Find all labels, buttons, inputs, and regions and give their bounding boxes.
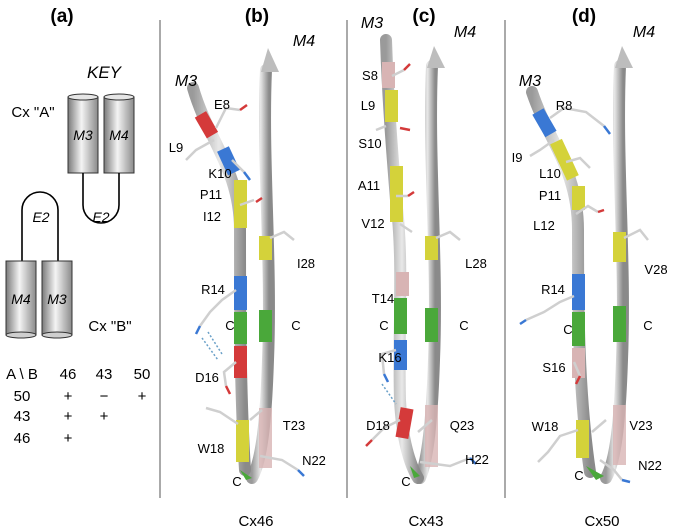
residue-label: T23 xyxy=(283,418,305,433)
panel-a-letter: (a) xyxy=(50,6,73,27)
m3-helix-label: M3 xyxy=(361,15,383,32)
m3-helix-label: M3 xyxy=(175,73,197,90)
m4-label: M4 xyxy=(109,127,129,143)
m4-helix-label: M4 xyxy=(293,33,315,50)
residue-label: N22 xyxy=(302,453,326,468)
panel-d-letter: (d) xyxy=(572,6,596,27)
table-cell: + xyxy=(100,408,109,425)
residue-label: V28 xyxy=(644,262,667,277)
key-title: KEY xyxy=(87,63,123,82)
table-cell: + xyxy=(64,430,73,447)
residue-label: R14 xyxy=(541,282,565,297)
residue-label: D16 xyxy=(195,370,219,385)
residue-label: W18 xyxy=(198,441,225,456)
panel-c-letter: (c) xyxy=(412,6,435,27)
cx-a-label: Cx "A" xyxy=(11,104,54,121)
m3-helix-label: M3 xyxy=(519,73,541,90)
residue-label: C xyxy=(563,322,572,337)
residue-label: S16 xyxy=(542,360,565,375)
m4-helix-label: M4 xyxy=(454,24,476,41)
table-cell: 43 xyxy=(14,408,31,425)
residue-label: H22 xyxy=(465,452,489,467)
cx-b-label: Cx "B" xyxy=(88,318,131,335)
residue-label: D18 xyxy=(366,418,390,433)
cx50-ribbon-model: M3 M4 R8 I9 L10 P11 L12 R14 C S16 W18 C … xyxy=(512,24,668,484)
residue-label: L9 xyxy=(361,98,375,113)
table-cell: + xyxy=(64,388,73,405)
residue-label: P11 xyxy=(200,187,222,202)
residue-label: E8 xyxy=(214,97,230,112)
m4-label: M4 xyxy=(11,291,31,307)
residue-label: C xyxy=(225,318,234,333)
residue-label: W18 xyxy=(532,419,559,434)
residue-label: L12 xyxy=(533,218,555,233)
table-cell: − xyxy=(100,388,109,405)
table-header-cell: 46 xyxy=(60,366,77,383)
residue-label: I9 xyxy=(512,150,523,165)
residue-label: S8 xyxy=(362,68,378,83)
cx43-ribbon-model: M3 M4 S8 L9 S10 A11 V12 T14 C K16 D18 C … xyxy=(358,15,489,489)
table-cell: 50 xyxy=(14,388,31,405)
residue-label: A11 xyxy=(358,178,380,193)
table-header-cell: 50 xyxy=(134,366,151,383)
caption-cx50: Cx50 xyxy=(584,513,619,530)
m4-helix-label: M4 xyxy=(633,24,655,41)
residue-label: C xyxy=(379,318,388,333)
caption-cx46: Cx46 xyxy=(238,513,273,530)
connexin-a-diagram: M3 M4 E2 Cx "A" xyxy=(11,93,135,225)
table-header-cell: A \ B xyxy=(6,366,38,383)
connexin-b-diagram: E2 M4 M3 Cx "B" xyxy=(5,191,132,339)
table-cell: + xyxy=(138,388,147,405)
compatibility-table: A \ B 46 43 50 50 + − +43 + +46 + xyxy=(6,366,150,447)
table-header-cell: 43 xyxy=(96,366,113,383)
residue-label: K16 xyxy=(378,350,401,365)
residue-label: P11 xyxy=(539,188,561,203)
table-cell: + xyxy=(64,408,73,425)
residue-label: I28 xyxy=(297,256,315,271)
caption-cx43: Cx43 xyxy=(408,513,443,530)
e2-label: E2 xyxy=(92,209,109,225)
residue-label: C xyxy=(401,474,410,489)
residue-label: K10 xyxy=(208,166,231,181)
residue-label: R14 xyxy=(201,282,225,297)
cx46-ribbon-model: M3 M4 E8 L9 K10 P11 I12 R14 C D16 W18 C … xyxy=(169,33,326,489)
m3-label: M3 xyxy=(73,127,93,143)
residue-label: C xyxy=(291,318,300,333)
residue-label: C xyxy=(574,468,583,483)
e2-label: E2 xyxy=(32,209,49,225)
residue-label: V23 xyxy=(629,418,652,433)
m3-label: M3 xyxy=(47,291,67,307)
residue-label: I12 xyxy=(203,209,221,224)
residue-label: N22 xyxy=(638,458,662,473)
residue-label: L10 xyxy=(539,166,561,181)
residue-label: Q23 xyxy=(450,418,475,433)
panel-b-letter: (b) xyxy=(245,6,269,27)
residue-label: C xyxy=(459,318,468,333)
residue-label: R8 xyxy=(556,98,573,113)
residue-label: T14 xyxy=(372,291,394,306)
residue-label: L9 xyxy=(169,140,183,155)
residue-label: S10 xyxy=(358,136,381,151)
residue-label: C xyxy=(232,474,241,489)
table-cell: 46 xyxy=(14,430,31,447)
residue-label: L28 xyxy=(465,256,487,271)
residue-label: C xyxy=(643,318,652,333)
residue-label: V12 xyxy=(361,216,384,231)
